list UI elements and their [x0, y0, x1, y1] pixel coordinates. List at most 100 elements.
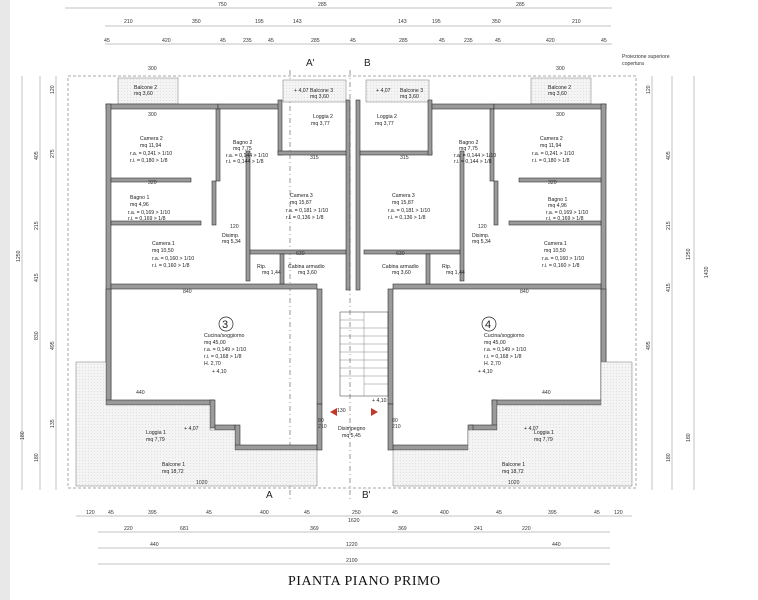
balcone2-left-area: mq 3,60	[134, 91, 153, 97]
dim-top2-7: 285	[399, 38, 408, 44]
dim-840-l: 840	[183, 289, 192, 295]
cucina-right-ri: r.i. = 0,168 > 1/8	[484, 354, 522, 360]
dim-130: 130	[337, 408, 346, 414]
page-title: PIANTA PIANO PRIMO	[288, 574, 441, 589]
cabina-right-name: Cabina armadio	[382, 264, 419, 270]
disimp-right-area: mq 5,34	[472, 239, 491, 245]
dim-bot1-2: 395	[148, 510, 157, 516]
dim-bot2-1: 681	[180, 526, 189, 532]
dim-top1-6: 350	[492, 19, 501, 25]
level-mark-1: + 4,07	[294, 88, 309, 94]
dim-630-r: 630	[396, 251, 405, 257]
top-dimensions: 750 285 285 210 350 195 143 143 195 350 …	[65, 2, 612, 72]
loggia1-left-name: Loggia 1	[146, 430, 166, 436]
bagno1-left-ri: r.i. = 0,169 > 1/8	[128, 216, 166, 222]
camera2-left-ra: r.a. = 0,241 > 1/10	[130, 151, 172, 157]
balcone2-left-name: Balcone 2	[134, 85, 157, 91]
dim-840-r: 840	[520, 289, 529, 295]
cabina-left-area: mq 3,60	[298, 270, 317, 276]
camera2-left-area: mq 11,94	[140, 143, 161, 149]
bagno1-left-name: Bagno 1	[130, 195, 149, 201]
dim-right-inner-2: 415	[666, 283, 672, 292]
camera1-right-area: mq 10,50	[544, 248, 566, 254]
cucina-left-height: H. 2,70	[204, 361, 221, 367]
dim-bot2-0: 220	[124, 526, 133, 532]
dim-bot1-10: 395	[548, 510, 557, 516]
bagno2-left-area: mq 7,75	[233, 146, 252, 152]
balcone3-left-name: Balcone 3	[310, 88, 333, 94]
bagno1-left-area: mq 4,96	[130, 202, 149, 208]
dim-top2-9: 235	[464, 38, 473, 44]
bagno2-left-ri: r.i. = 0,144 > 1/8	[226, 159, 264, 165]
dim-630-l: 630	[296, 251, 305, 257]
bagno2-right-ri: r.i. = 0,144 > 1/8	[454, 159, 492, 165]
level-mark-2: + 4,07	[376, 88, 391, 94]
unit-number-left: 3	[218, 316, 234, 332]
camera3-left-area: mq 15,87	[290, 200, 312, 206]
dim-210-a: 210	[318, 424, 327, 430]
dim-top2-1: 420	[162, 38, 171, 44]
dim-top0-c: 285	[516, 2, 525, 8]
dim-top2-11: 420	[546, 38, 555, 44]
dim-bot1-11: 45	[594, 510, 600, 516]
right-dimensions: 1430 1250 405 215 415 180 180 120 495	[646, 76, 710, 490]
dim-300-l: 300	[148, 112, 157, 118]
dim-210-b: 210	[392, 424, 401, 430]
camera3-right-name: Camera 3	[392, 193, 415, 199]
cucina-right-area: mq 45,00	[484, 340, 506, 346]
dim-80-a: 80	[318, 418, 324, 424]
dim-1020-r: 1020	[508, 480, 520, 486]
exit-arrow-left	[330, 408, 337, 416]
unit-number-right: 4	[481, 316, 497, 332]
dim-left-inner-2: 215	[34, 221, 40, 230]
rip-left-name: Rip.	[257, 264, 266, 270]
dim-left-outer-1: 830	[34, 331, 40, 340]
dim-bot1-3: 45	[206, 510, 212, 516]
loggia1-left-area: mq 7,79	[146, 437, 165, 443]
dim-bot1-5: 45	[304, 510, 310, 516]
camera2-left-ri: r.i. = 0,180 > 1/8	[130, 158, 168, 164]
level-mark-5: + 4,10	[372, 398, 387, 404]
dim-top1-0: 210	[124, 19, 133, 25]
dim-300-r: 300	[556, 112, 565, 118]
dim-bot2-extra: 1620	[348, 518, 360, 524]
dim-left-inner-3: 415	[34, 273, 40, 282]
dim-right-small-6: 495	[646, 341, 652, 350]
dim-left-small-7: 135	[50, 419, 56, 428]
camera1-left-name: Camera 1	[152, 241, 175, 247]
dim-bot1-1: 45	[108, 510, 114, 516]
dim-315-r: 315	[400, 155, 409, 161]
dim-bot1-9: 45	[496, 510, 502, 516]
camera3-left-name: Camera 3	[290, 193, 313, 199]
balcone3-right-area: mq 3,60	[400, 94, 419, 100]
dim-top1-7: 210	[572, 19, 581, 25]
dim-top3-1: 300	[556, 66, 565, 72]
section-mark-b-bottom: B'	[362, 490, 371, 501]
interior-dimensions: 300 300 320 320 315 315 840 840 630 630 …	[136, 112, 565, 486]
dim-bot2-5: 220	[522, 526, 531, 532]
dim-right-small-0: 120	[646, 85, 652, 94]
dim-top2-3: 235	[243, 38, 252, 44]
camera3-right-area: mq 15,87	[392, 200, 414, 206]
loggia1-right-area: mq 7,79	[534, 437, 553, 443]
dim-top2-10: 45	[495, 38, 501, 44]
cabina-left-name: Cabina armadio	[288, 264, 325, 270]
dim-left-inner-4: 180	[20, 431, 26, 440]
dim-top2-0: 45	[104, 38, 110, 44]
cucina-left-ri: r.i. = 0,168 > 1/8	[204, 354, 242, 360]
dim-320-r: 320	[548, 180, 557, 186]
dim-120-l: 120	[230, 224, 239, 230]
cabina-right-area: mq 3,60	[392, 270, 411, 276]
dim-right-inner-1: 215	[666, 221, 672, 230]
dim-bot1-12: 120	[614, 510, 623, 516]
camera3-right-ri: r.i. = 0,136 > 1/8	[388, 215, 426, 221]
balcone1-left-name: Balcone 1	[162, 462, 185, 468]
dim-top1-4: 143	[398, 19, 407, 25]
bagno2-right-area: mq 7,75	[459, 146, 478, 152]
dim-right-inner-0: 405	[666, 151, 672, 160]
dim-bot1-0: 120	[86, 510, 95, 516]
camera2-left-name: Camera 2	[140, 136, 163, 142]
bottom-balconies	[75, 361, 633, 487]
dim-right-inner-4: 180	[666, 453, 672, 462]
